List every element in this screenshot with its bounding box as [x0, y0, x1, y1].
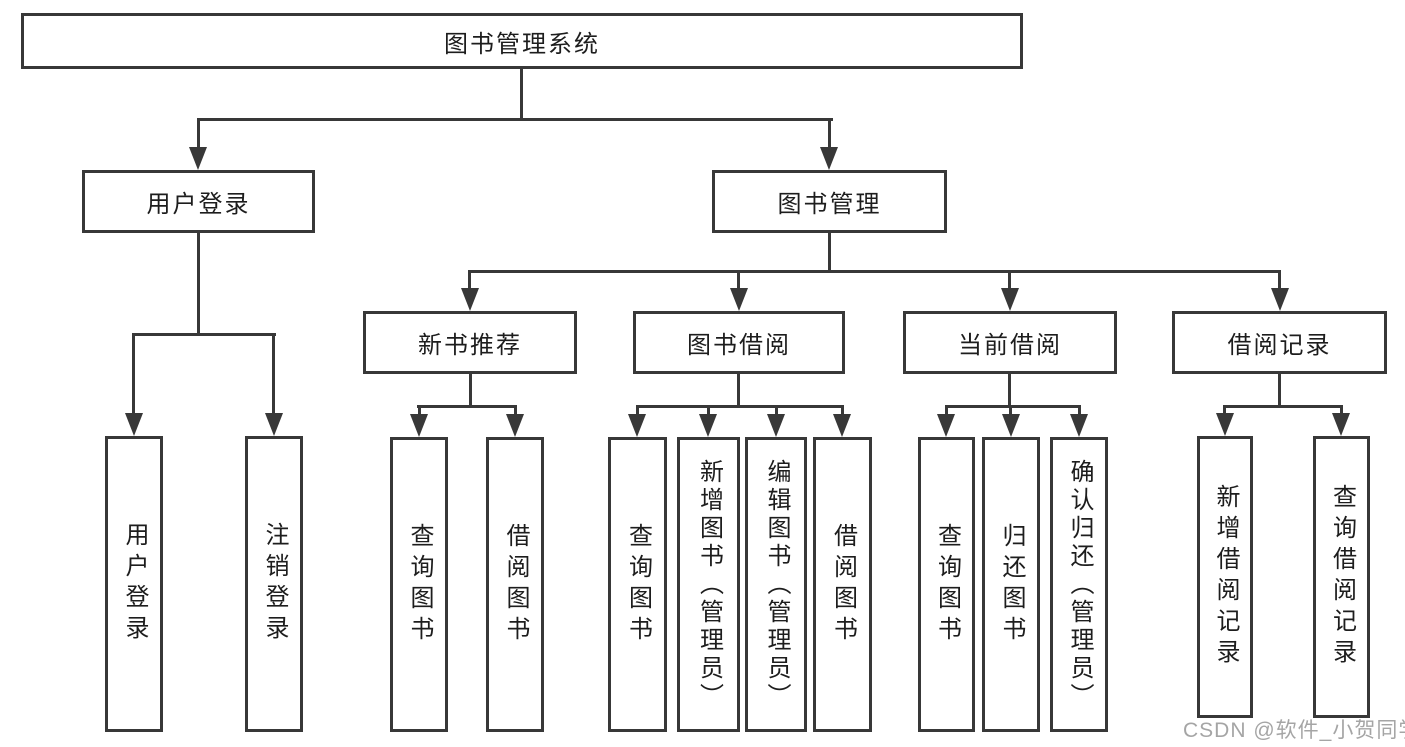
arrowhead-to-new-book-recommend: [461, 288, 479, 311]
arrowhead-rec-leaf2: [506, 414, 524, 437]
connector-borrow-child3-stem: [775, 405, 778, 416]
arrowhead-to-book-borrow: [730, 288, 748, 311]
arrowhead-to-user-login: [189, 147, 207, 170]
node-user-login: 用户登录: [82, 170, 315, 233]
arrowhead-to-login-leaf: [125, 413, 143, 436]
connector-mgmt-down: [828, 233, 831, 272]
connector-root-rail: [197, 118, 833, 121]
leaf-rec-borrow-books: 借阅图书: [486, 437, 544, 732]
connector-current-child3-stem: [1078, 405, 1081, 416]
connector-current-rail: [945, 405, 1081, 408]
connector-borrow-child2-stem: [707, 405, 710, 416]
connector-records-child1-stem: [1223, 405, 1226, 416]
leaf-records-query-record: 查询借阅记录: [1313, 436, 1370, 718]
arrowhead-current-leaf1: [937, 414, 955, 437]
connector-records-rail: [1223, 405, 1343, 408]
arrowhead-to-book-management: [820, 147, 838, 170]
connector-mgmt-stem: [828, 118, 831, 150]
connector-login-stem: [197, 118, 200, 150]
leaf-borrow-edit-books-admin: 编辑图书（管理员）: [745, 437, 807, 732]
arrowhead-borrow-leaf3: [767, 414, 785, 437]
leaf-records-add-record: 新增借阅记录: [1197, 436, 1253, 718]
connector-rec-down: [469, 374, 472, 408]
leaf-current-confirm-return-admin: 确认归还（管理员）: [1050, 437, 1108, 732]
leaf-current-return-books: 归还图书: [982, 437, 1040, 732]
arrowhead-current-leaf2: [1002, 414, 1020, 437]
connector-current-child1-stem: [945, 405, 948, 416]
node-book-management: 图书管理: [712, 170, 947, 233]
arrowhead-borrow-leaf2: [699, 414, 717, 437]
leaf-rec-query-books: 查询图书: [390, 437, 448, 732]
node-current-borrow: 当前借阅: [903, 311, 1117, 374]
connector-rec-stem: [468, 270, 471, 290]
node-book-borrow: 图书借阅: [633, 311, 845, 374]
connector-records-child2-stem: [1340, 405, 1343, 416]
connector-records-stem: [1278, 270, 1281, 290]
connector-records-down: [1278, 374, 1281, 408]
arrowhead-rec-leaf1: [410, 414, 428, 437]
connector-mgmt-rail: [468, 270, 1281, 273]
connector-root-stem: [520, 69, 523, 120]
leaf-user-login: 用户登录: [105, 436, 163, 732]
connector-rec-rail: [417, 405, 517, 408]
connector-current-child2-stem: [1009, 405, 1012, 416]
arrowhead-records-leaf1: [1216, 413, 1234, 436]
connector-login-down: [197, 233, 200, 336]
node-borrow-records: 借阅记录: [1172, 311, 1387, 374]
connector-current-stem: [1008, 270, 1011, 290]
csdn-watermark: CSDN @软件_小贺同学: [1183, 719, 1405, 742]
connector-borrow-child4-stem: [841, 405, 844, 416]
arrowhead-to-current-borrow: [1001, 288, 1019, 311]
connector-login-rail: [132, 333, 276, 336]
arrowhead-current-leaf3: [1070, 414, 1088, 437]
connector-current-down: [1008, 374, 1011, 408]
leaf-borrow-query-books: 查询图书: [608, 437, 667, 732]
arrowhead-records-leaf2: [1332, 413, 1350, 436]
connector-rec-child2-stem: [514, 405, 517, 416]
connector-borrow-rail: [636, 405, 844, 408]
arrowhead-to-logout-leaf: [265, 413, 283, 436]
node-library-system-root: 图书管理系统: [21, 13, 1023, 69]
arrowhead-borrow-leaf4: [833, 414, 851, 437]
connector-login-child1-stem: [132, 333, 135, 414]
node-new-book-recommend: 新书推荐: [363, 311, 577, 374]
connector-borrow-down: [737, 374, 740, 408]
connector-login-child2-stem: [272, 333, 275, 414]
arrowhead-borrow-leaf1: [628, 414, 646, 437]
leaf-borrow-borrow-books: 借阅图书: [813, 437, 872, 732]
leaf-current-query-books: 查询图书: [918, 437, 975, 732]
arrowhead-to-borrow-records: [1271, 288, 1289, 311]
connector-rec-child1-stem: [418, 405, 421, 416]
connector-borrow-child1-stem: [636, 405, 639, 416]
leaf-logout: 注销登录: [245, 436, 303, 732]
leaf-borrow-add-books-admin: 新增图书（管理员）: [677, 437, 740, 732]
connector-borrow-stem: [737, 270, 740, 290]
